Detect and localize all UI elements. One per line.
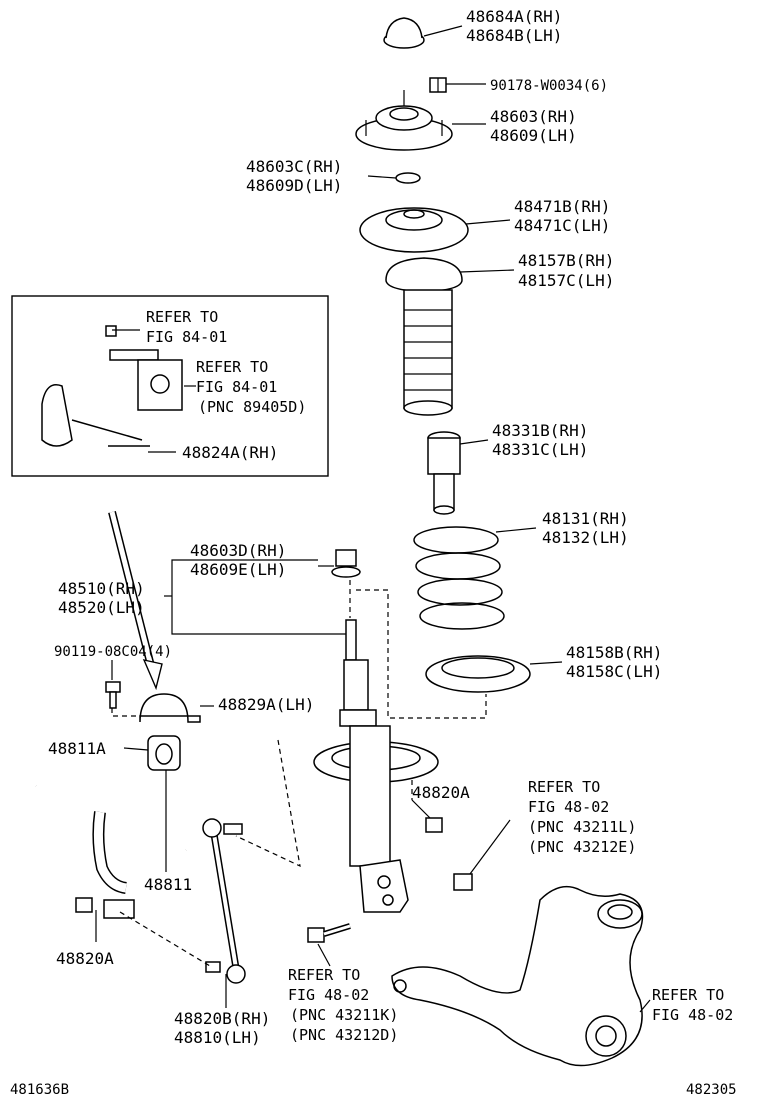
label-48471b[interactable]: 48471B(RH) [514, 197, 610, 216]
link-nut-left-drawing [75, 897, 93, 913]
inset-pointer-arrow [108, 511, 163, 691]
inset-frame [11, 295, 329, 477]
link-nut-right-drawing [425, 817, 443, 833]
stabilizer-bushing-drawing [147, 735, 181, 771]
label-48811[interactable]: 48811 [144, 875, 192, 894]
ref-c-line2: FIG 48-02 [652, 1006, 733, 1024]
ref-a-line2: FIG 48-02 [528, 798, 609, 816]
label-90119[interactable]: 90119-08C04(4) [54, 644, 172, 660]
label-48158c[interactable]: 48158C(LH) [566, 662, 662, 681]
label-48811a[interactable]: 48811A [48, 739, 106, 758]
inset-ref1-line2: FIG 84-01 [146, 328, 227, 346]
ref-b-line2: FIG 48-02 [288, 986, 369, 1004]
reference-notes: REFER TO FIG 84-01 REFER TO FIG 84-01 (P… [146, 308, 733, 1044]
label-48820b[interactable]: 48820B(RH) [174, 1009, 270, 1028]
strut-cap-drawing [383, 17, 425, 49]
label-48603[interactable]: 48603(RH) [490, 107, 577, 126]
bushing-bracket-drawing [139, 693, 201, 723]
label-48609e[interactable]: 48609E(LH) [190, 560, 286, 579]
stabilizer-link-drawing [202, 818, 246, 984]
ref-b-line3: (PNC 43211K) [290, 1006, 398, 1024]
knuckle-bolt-drawing [307, 923, 351, 943]
label-48132[interactable]: 48132(LH) [542, 528, 629, 547]
label-48157c[interactable]: 48157C(LH) [518, 271, 614, 290]
inset-ref1-line1: REFER TO [146, 308, 218, 326]
ref-a-line1: REFER TO [528, 778, 600, 796]
spring-seat-drawing [359, 207, 469, 253]
label-48609d[interactable]: 48609D(LH) [246, 176, 342, 195]
inset-bracket-drawing [41, 325, 183, 447]
inset-ref2-line3: (PNC 89405D) [198, 398, 306, 416]
label-48131[interactable]: 48131(RH) [542, 509, 629, 528]
label-48520[interactable]: 48520(LH) [58, 598, 145, 617]
upper-support-drawing [355, 90, 453, 151]
label-48609[interactable]: 48609(LH) [490, 126, 577, 145]
inset-ref2-line1: REFER TO [196, 358, 268, 376]
label-48471c[interactable]: 48471C(LH) [514, 216, 610, 235]
footer-right-code: 482305 [686, 1082, 737, 1098]
label-48820a-left[interactable]: 48820A [56, 949, 114, 968]
mount-nut-drawing [429, 77, 447, 93]
footer-left-code: 481636B [10, 1082, 69, 1098]
bracket-bolt-drawing [105, 681, 121, 709]
label-48331b[interactable]: 48331B(RH) [492, 421, 588, 440]
shock-absorber-drawing [313, 619, 439, 913]
strut-nut-drawing [331, 549, 361, 578]
bump-stopper-drawing [427, 431, 461, 515]
label-48157b[interactable]: 48157B(RH) [518, 251, 614, 270]
ref-b-line4: (PNC 43212D) [290, 1026, 398, 1044]
dashed-alignment-lines [111, 580, 487, 967]
lower-insulator-drawing [425, 655, 531, 693]
steering-knuckle-drawing [391, 885, 644, 1067]
label-48331c[interactable]: 48331C(LH) [492, 440, 588, 459]
stabilizer-bar-drawing [33, 782, 190, 919]
part-labels: 48684A(RH) 48684B(LH) 90178-W0034(6) 486… [48, 7, 662, 1047]
label-48510[interactable]: 48510(RH) [58, 579, 145, 598]
knuckle-nut-drawing [453, 873, 473, 891]
label-48829a[interactable]: 48829A(LH) [218, 695, 314, 714]
footer-codes: 481636B 482305 [10, 1082, 737, 1098]
ref-c-line1: REFER TO [652, 986, 724, 1004]
dust-boot-drawing [385, 257, 463, 416]
ref-a-line4: (PNC 43212E) [528, 838, 636, 856]
coil-spring-drawing [413, 526, 505, 630]
label-48684a[interactable]: 48684A(RH) [466, 7, 562, 26]
label-48824a[interactable]: 48824A(RH) [182, 443, 278, 462]
ref-a-line3: (PNC 43211L) [528, 818, 636, 836]
washer-drawing [395, 172, 421, 184]
label-48810[interactable]: 48810(LH) [174, 1028, 261, 1047]
leader-lines [95, 25, 651, 1013]
label-48603d[interactable]: 48603D(RH) [190, 541, 286, 560]
label-48603c[interactable]: 48603C(RH) [246, 157, 342, 176]
inset-ref2-line2: FIG 84-01 [196, 378, 277, 396]
label-48820a-right[interactable]: 48820A [412, 783, 470, 802]
label-90178[interactable]: 90178-W0034(6) [490, 78, 608, 94]
ref-b-line1: REFER TO [288, 966, 360, 984]
label-48684b[interactable]: 48684B(LH) [466, 26, 562, 45]
label-48158b[interactable]: 48158B(RH) [566, 643, 662, 662]
